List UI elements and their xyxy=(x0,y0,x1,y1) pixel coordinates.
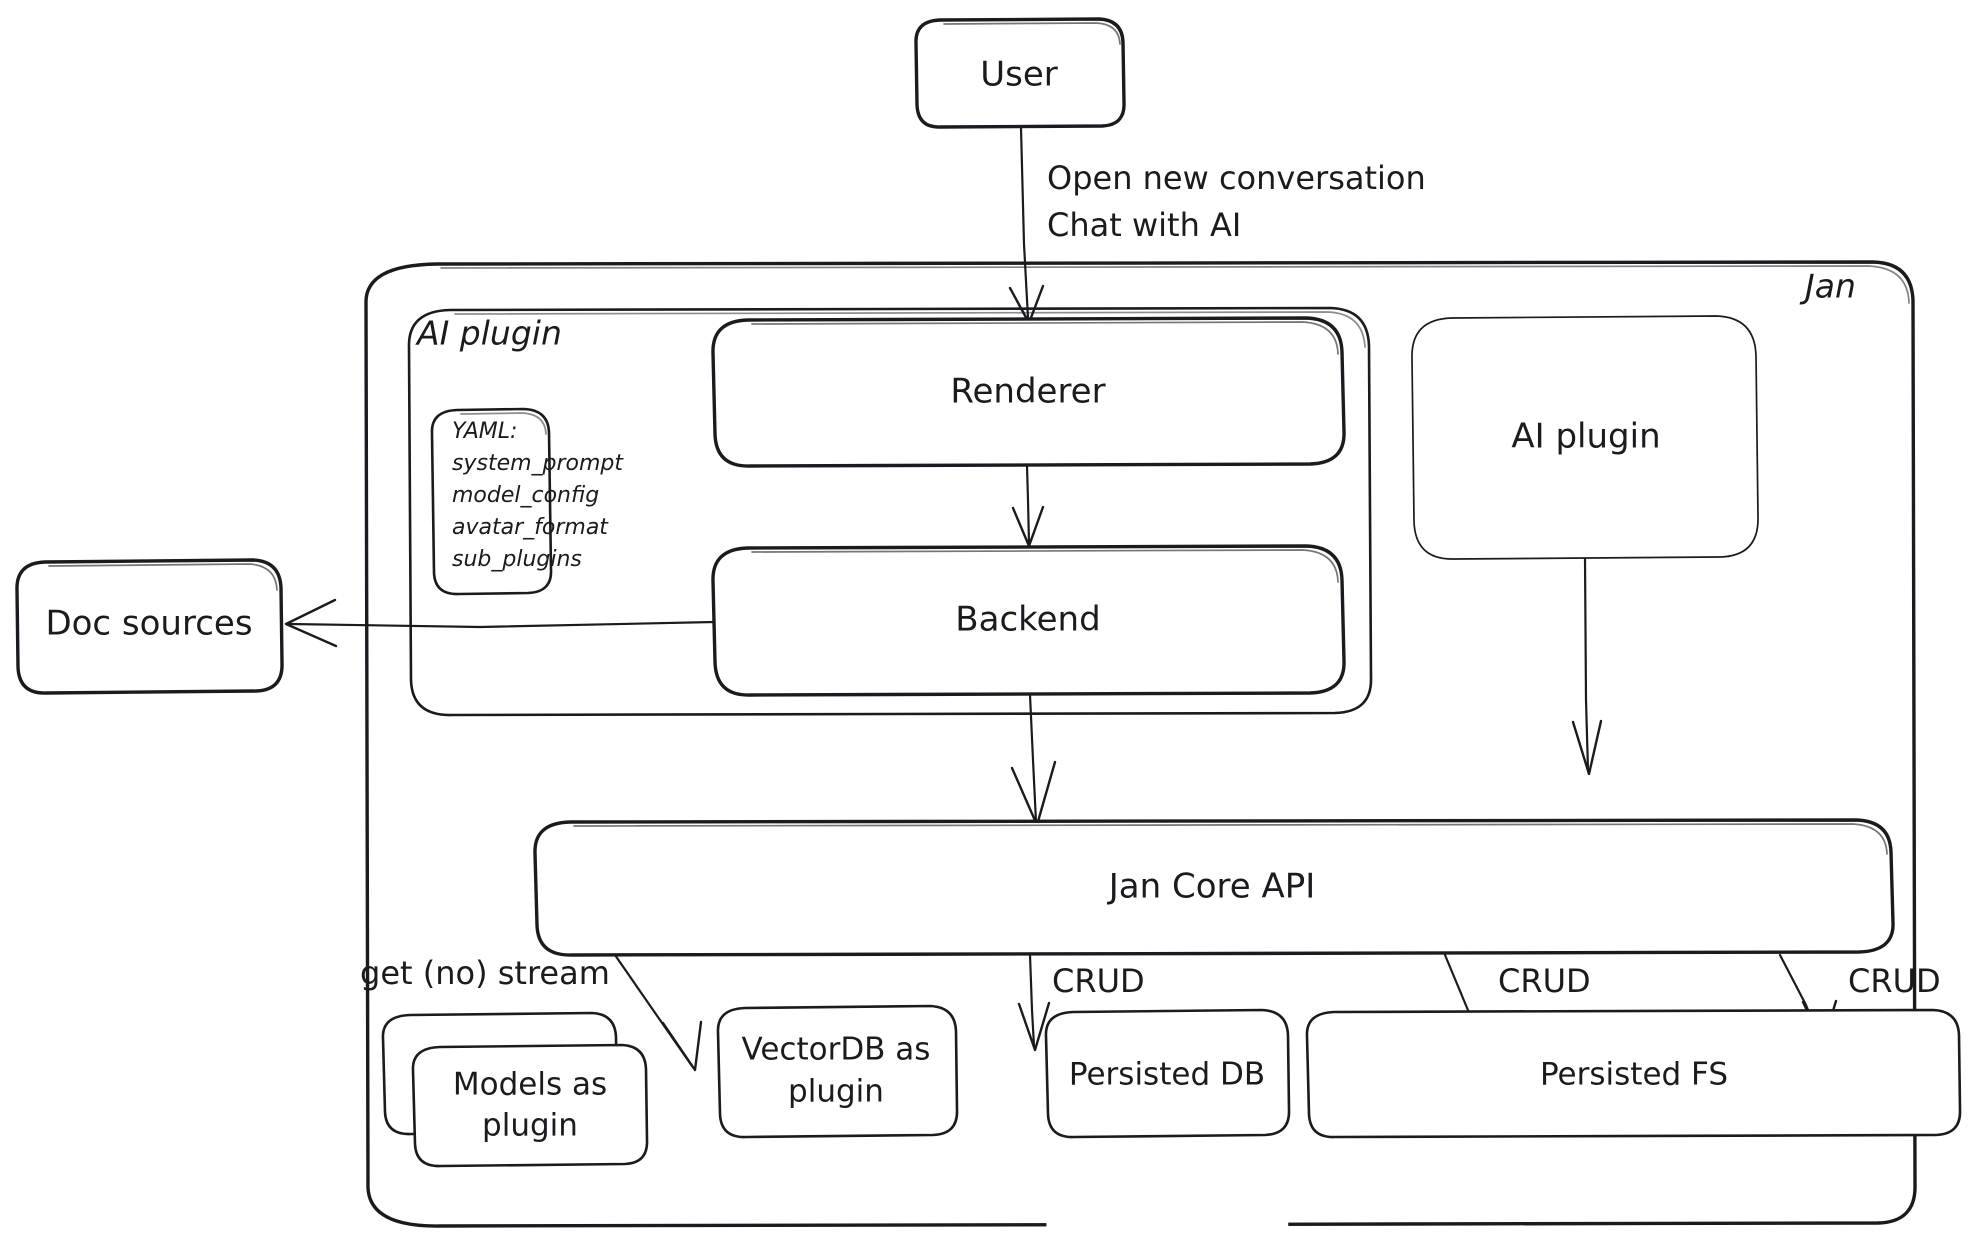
node-jan-core-api[interactable] xyxy=(533,818,1895,957)
container-jan-label: Jan xyxy=(1799,267,1856,306)
node-vectordb-plugin[interactable] xyxy=(716,1004,959,1139)
node-jan-core-api-label: Jan Core API xyxy=(1107,867,1316,907)
node-persisted-fs[interactable] xyxy=(1305,1008,1962,1139)
container-ai-plugin-group-label: AI plugin xyxy=(415,314,562,353)
node-ai-plugin[interactable] xyxy=(1411,315,1759,560)
node-renderer[interactable] xyxy=(711,316,1346,468)
node-vectordb-plugin-label-line2: plugin xyxy=(788,1074,884,1110)
node-doc-sources[interactable] xyxy=(15,558,284,695)
edge-api-to-vectordb-label: CRUD xyxy=(1052,962,1145,1000)
edge-ai-plugin-to-api xyxy=(1571,557,1603,776)
node-user-label: User xyxy=(980,55,1058,95)
node-user[interactable] xyxy=(914,17,1126,129)
container-jan[interactable] xyxy=(364,260,1917,1228)
node-doc-sources-label: Doc sources xyxy=(45,604,252,644)
edge-backend-to-doc-sources xyxy=(284,598,716,648)
edge-api-to-vectordb xyxy=(1017,953,1051,1052)
node-persisted-db[interactable] xyxy=(1044,1008,1291,1246)
yaml-note-line-4: sub_plugins xyxy=(452,547,582,572)
edge-user-to-renderer xyxy=(1008,126,1045,325)
edge-user-to-renderer-label-line2: Chat with AI xyxy=(1047,206,1241,244)
yaml-note-line-2: model_config xyxy=(452,483,599,508)
yaml-note-line-0: YAML: xyxy=(452,419,517,444)
node-persisted-db-label: Persisted DB xyxy=(1069,1057,1265,1093)
container-ai-plugin-group[interactable] xyxy=(407,306,1373,717)
node-backend-label: Backend xyxy=(955,600,1100,640)
edge-api-to-persisted-fs-label: CRUD xyxy=(1848,962,1941,1000)
edge-user-to-renderer-label-line1: Open new conversation xyxy=(1047,159,1426,197)
node-backend[interactable] xyxy=(711,544,1346,697)
node-persisted-fs-label: Persisted FS xyxy=(1540,1057,1728,1093)
node-renderer-label: Renderer xyxy=(950,372,1105,412)
yaml-note-line-3: avatar_format xyxy=(452,515,609,540)
node-models-plugin[interactable] xyxy=(381,1011,649,1168)
edge-renderer-to-backend xyxy=(1011,464,1045,548)
node-yaml-note[interactable] xyxy=(430,407,553,596)
edge-api-to-persisted-db-label: CRUD xyxy=(1498,962,1591,1000)
node-models-plugin-label-line1: Models as xyxy=(453,1067,607,1103)
yaml-note-line-1: system_prompt xyxy=(452,451,624,476)
edge-api-to-models-label: get (no) stream xyxy=(360,954,610,992)
edge-api-to-models xyxy=(613,953,703,1072)
node-vectordb-plugin-label-line1: VectorDB as xyxy=(742,1032,931,1068)
node-ai-plugin-label: AI plugin xyxy=(1511,417,1660,457)
node-models-plugin-label-line2: plugin xyxy=(482,1108,578,1144)
